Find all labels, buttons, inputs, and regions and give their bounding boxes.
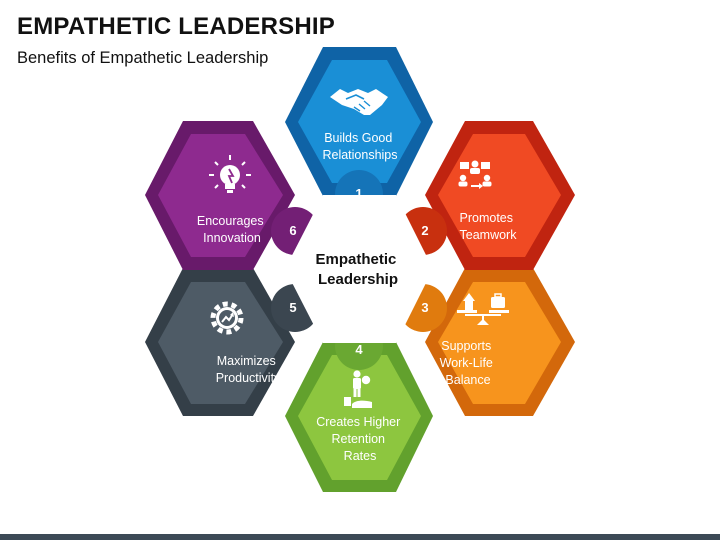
segment-5-hex-inner bbox=[158, 282, 283, 404]
number-4: 4 bbox=[355, 342, 363, 357]
segment-2-label-line-2: Teamwork bbox=[460, 228, 518, 242]
segment-4-hex-inner bbox=[298, 355, 421, 480]
number-5: 5 bbox=[289, 300, 296, 315]
segment-3-label-line-2: Work-Life bbox=[440, 356, 493, 370]
segment-3-label-line-3: Balance bbox=[445, 373, 490, 387]
segment-1-hex-inner bbox=[298, 60, 421, 183]
segment-6-hex-inner bbox=[158, 134, 283, 257]
segment-4-label-line-2: Retention bbox=[332, 432, 386, 446]
balance-scale-icon bbox=[457, 293, 509, 325]
segment-4-label: Creates Higher Retention Rates bbox=[316, 415, 404, 463]
employee-retention-icon bbox=[344, 370, 372, 408]
segment-4: Creates Higher Retention Rates bbox=[285, 342, 433, 492]
teamwork-icon bbox=[458, 160, 492, 189]
number-6: 6 bbox=[289, 223, 296, 238]
segment-4-label-line-1: Creates Higher bbox=[316, 415, 400, 429]
segment-5-label: Maximizes Productivity bbox=[216, 354, 281, 385]
handshake-icon bbox=[330, 89, 388, 115]
center-hexagon-shape bbox=[285, 195, 433, 343]
segment-6: Encourages Innovation bbox=[145, 121, 295, 270]
footer-bar bbox=[0, 534, 720, 540]
center-label-line-1: Empathetic bbox=[315, 251, 396, 268]
number-1: 1 bbox=[355, 186, 362, 201]
gear-growth-icon bbox=[210, 301, 244, 335]
segment-2-label: Promotes Teamwork bbox=[460, 211, 518, 242]
page-subtitle: Benefits of Empathetic Leadership bbox=[17, 49, 269, 67]
lightbulb-icon bbox=[209, 155, 251, 193]
number-3: 3 bbox=[421, 300, 428, 315]
segment-6-label-line-1: Encourages bbox=[197, 214, 264, 228]
segment-5: Maximizes Productivity bbox=[145, 268, 295, 416]
segment-6-label: Encourages Innovation bbox=[197, 214, 267, 245]
segment-1: Builds Good Relationships bbox=[285, 47, 433, 196]
segment-3-label-line-1: Supports bbox=[441, 339, 491, 353]
center-label-line-2: Leadership bbox=[318, 271, 398, 288]
segment-4-label-line-3: Rates bbox=[344, 449, 377, 463]
segment-1-label: Builds Good Relationships bbox=[322, 131, 397, 162]
segment-2-label-line-1: Promotes bbox=[460, 211, 514, 225]
segment-6-label-line-2: Innovation bbox=[203, 231, 261, 245]
segment-5-label-line-1: Maximizes bbox=[217, 354, 276, 368]
segment-3: Supports Work-Life Balance bbox=[425, 268, 575, 416]
segment-2: Promotes Teamwork bbox=[425, 121, 575, 270]
center-hexagon: Empathetic Leadership bbox=[285, 195, 433, 343]
segment-5-label-line-2: Productivity bbox=[216, 371, 281, 385]
segment-3-label: Supports Work-Life Balance bbox=[440, 339, 497, 387]
page-title: EMPATHETIC LEADERSHIP bbox=[17, 13, 335, 40]
segment-1-label-line-1: Builds Good bbox=[324, 131, 392, 145]
segment-1-label-line-2: Relationships bbox=[322, 148, 397, 162]
center-label: Empathetic Leadership bbox=[315, 251, 400, 288]
number-2: 2 bbox=[421, 223, 428, 238]
